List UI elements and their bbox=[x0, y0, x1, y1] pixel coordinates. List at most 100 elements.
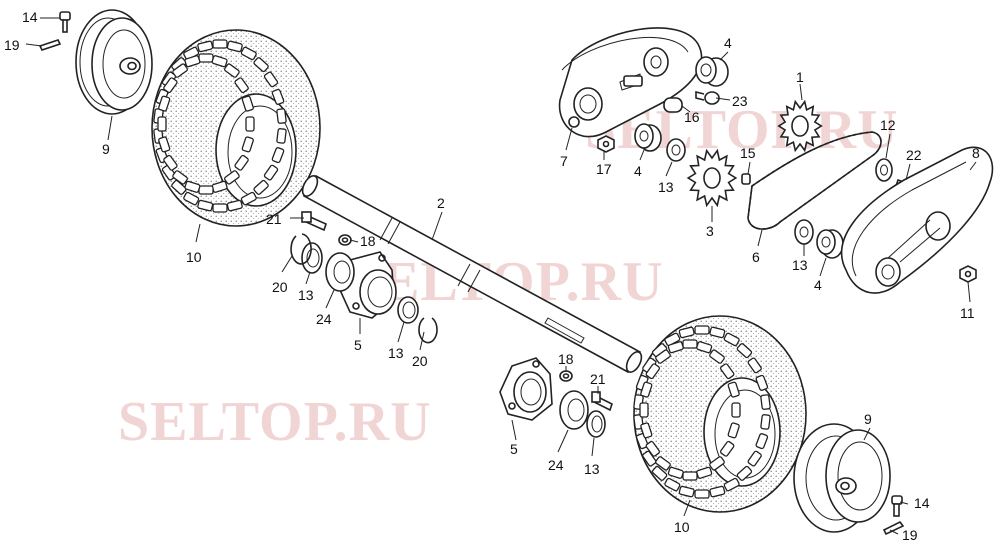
tread-block bbox=[736, 343, 753, 359]
nut-17 bbox=[597, 135, 615, 153]
callout-22: 22 bbox=[906, 147, 922, 163]
tread-block bbox=[719, 440, 735, 457]
callout-13: 13 bbox=[792, 257, 808, 273]
tread-block bbox=[263, 71, 279, 88]
right-bearing bbox=[559, 390, 589, 430]
callout-23: 23 bbox=[732, 93, 748, 109]
tread-block bbox=[655, 349, 671, 364]
right-seal bbox=[586, 410, 606, 438]
tread-block bbox=[212, 39, 228, 49]
left-seal bbox=[301, 242, 323, 274]
valve-cap-lower bbox=[891, 495, 903, 517]
callout-4: 4 bbox=[814, 277, 822, 293]
tread-block bbox=[226, 40, 243, 53]
tread-block bbox=[245, 116, 255, 132]
left-tire bbox=[151, 29, 321, 227]
drive-sprocket bbox=[777, 99, 823, 153]
callout-14: 14 bbox=[914, 495, 930, 511]
collar-lower bbox=[816, 229, 844, 259]
tread-block bbox=[158, 95, 171, 112]
drive-chain bbox=[747, 131, 882, 230]
washer-mid bbox=[666, 138, 686, 162]
tread-block bbox=[682, 471, 698, 481]
right-nut bbox=[559, 370, 573, 382]
left-bolt bbox=[301, 211, 327, 232]
left-nut bbox=[338, 234, 352, 246]
tread-block bbox=[755, 374, 769, 391]
spacer-16 bbox=[663, 97, 683, 113]
pin-15 bbox=[741, 173, 751, 185]
tread-block bbox=[723, 477, 740, 492]
callout-5: 5 bbox=[354, 337, 362, 353]
tread-block bbox=[157, 116, 167, 132]
tread-block bbox=[198, 53, 214, 63]
tread-block bbox=[694, 325, 710, 335]
callout-13: 13 bbox=[658, 179, 674, 195]
tread-block bbox=[234, 77, 249, 94]
tread-block bbox=[163, 154, 178, 171]
tread-block bbox=[645, 440, 661, 457]
washer-lower bbox=[794, 219, 814, 245]
tread-block bbox=[727, 422, 740, 439]
tread-block bbox=[696, 341, 713, 354]
valve-core-lower bbox=[882, 520, 905, 536]
callout-19: 19 bbox=[902, 527, 918, 543]
chain-case-outer bbox=[840, 146, 994, 294]
callout-19: 19 bbox=[4, 37, 20, 53]
tread-block bbox=[760, 414, 771, 430]
callout-3: 3 bbox=[706, 223, 714, 239]
tread-block bbox=[645, 363, 661, 380]
callout-16: 16 bbox=[684, 109, 700, 125]
tread-block bbox=[719, 363, 735, 380]
tread-block bbox=[240, 46, 257, 61]
callout-18: 18 bbox=[360, 233, 376, 249]
callout-13: 13 bbox=[298, 287, 314, 303]
left-circlip-inner bbox=[418, 317, 438, 344]
callout-24: 24 bbox=[316, 311, 332, 327]
washer-12 bbox=[875, 158, 893, 182]
tread-block bbox=[709, 456, 725, 471]
tread-block bbox=[736, 465, 753, 481]
tread-block bbox=[723, 332, 740, 347]
driven-sprocket bbox=[686, 148, 738, 208]
callout-10: 10 bbox=[186, 249, 202, 265]
bolt-11 bbox=[959, 265, 977, 283]
tread-block bbox=[241, 95, 254, 112]
tread-block bbox=[263, 164, 279, 181]
callout-20: 20 bbox=[272, 279, 288, 295]
tread-block bbox=[747, 357, 762, 374]
watermark-bottom: SELTOP.RU bbox=[118, 391, 432, 453]
callout-13: 13 bbox=[388, 345, 404, 361]
tread-block bbox=[197, 199, 214, 212]
tread-block bbox=[158, 136, 171, 153]
left-wheel-rim bbox=[75, 9, 153, 115]
callout-11: 11 bbox=[960, 305, 975, 321]
tread-block bbox=[642, 450, 657, 467]
tread-block bbox=[709, 326, 726, 339]
tread-block bbox=[234, 154, 249, 171]
tread-block bbox=[271, 147, 285, 164]
valve-core-upper bbox=[38, 39, 62, 51]
callout-9: 9 bbox=[864, 411, 872, 427]
left-bearing bbox=[325, 252, 355, 292]
callout-13: 13 bbox=[584, 461, 600, 477]
callout-9: 9 bbox=[102, 141, 110, 157]
collar-mid bbox=[634, 123, 662, 152]
tread-block bbox=[241, 136, 254, 153]
tread-block bbox=[655, 456, 671, 471]
tread-block bbox=[240, 191, 257, 206]
callout-17: 17 bbox=[596, 161, 612, 177]
callout-21: 21 bbox=[590, 371, 606, 387]
right-bearing-holder bbox=[499, 357, 553, 421]
tread-block bbox=[664, 477, 681, 492]
tread-block bbox=[651, 465, 668, 481]
tread-block bbox=[678, 485, 695, 498]
tread-block bbox=[276, 108, 287, 124]
callout-4: 4 bbox=[724, 35, 732, 51]
tread-block bbox=[709, 349, 725, 364]
callout-7: 7 bbox=[560, 153, 568, 169]
callout-8: 8 bbox=[972, 145, 980, 161]
tread-block bbox=[709, 485, 726, 498]
tread-block bbox=[667, 341, 684, 354]
tread-block bbox=[747, 450, 762, 467]
